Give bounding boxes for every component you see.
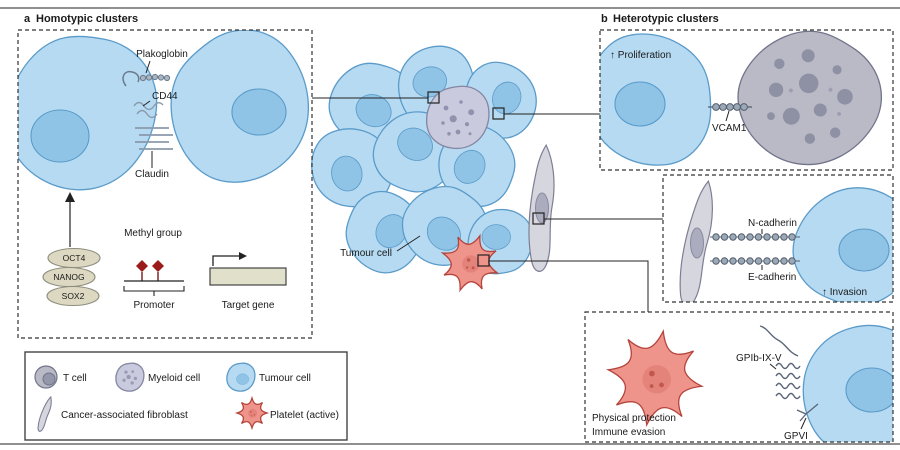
plakoglobin-junction [122,70,171,87]
claudin-junction [135,127,173,150]
sox2-label: SOX2 [62,291,85,301]
panel-a-letter: a [24,13,31,25]
vcam1-bond [708,103,752,111]
vcam1-label: VCAM1 [712,123,747,134]
legend-platelet-label: Platelet (active) [270,410,339,421]
panel-fibroblast-cells [674,175,893,302]
plakoglobin-label: Plakoglobin [136,49,188,60]
methyl-group-label: Methyl group [124,228,182,239]
legend-tumour-label: Tumour cell [259,373,311,384]
platelet-icon [237,398,267,428]
legend-box [24,351,348,441]
legend-t-cell-label: T cell [63,373,87,384]
legend-myeloid-label: Myeloid cell [148,373,200,384]
nucleus [231,88,287,136]
badge-nanog: NANOG [42,266,96,288]
tumour-cell-f [774,175,893,302]
plakoglobin-leader [145,60,151,74]
fibroblast-cluster [526,143,557,273]
panel-platelet-cells [600,312,893,442]
badge-sox2: SOX2 [46,285,100,307]
tumour-cell-label: Tumour cell [340,248,392,259]
zoom-square-fibroblast [532,212,545,225]
e-cadherin-bond [710,257,800,265]
n-cadherin-bond [710,233,800,241]
stemness-arrow [65,192,75,247]
tumour-cluster [306,36,557,300]
zoom-square-b [492,107,505,120]
gp1b-label: GPIb-IX-V [736,353,782,364]
nucleus [614,81,666,127]
proliferation-label: ↑ Proliferation [610,50,671,61]
target-gene-box [209,267,287,286]
claudin-label: Claudin [135,169,169,180]
fibroblast-cell [674,178,719,302]
cd44-leader [142,100,151,107]
t-cell-icon [34,365,58,389]
myeloid-cell-b [713,30,893,170]
gp1b-leader [769,363,777,370]
invasion-label: ↑ Invasion [822,287,867,298]
cd44-label: CD44 [152,91,178,102]
legend-fibroblast-label: Cancer-associated fibroblast [61,410,188,421]
tumour-cell-icon [227,363,255,391]
nucleus [690,227,704,259]
gpvi-label: GPVI [784,431,808,442]
panel-b-cells [600,30,893,170]
vcam1-leader [725,110,730,122]
nucleus [30,109,90,163]
panel-b-letter: b [601,13,608,25]
gpvi-leader [800,417,807,430]
panel-a-cells [18,30,312,209]
promoter-label: Promoter [133,300,175,311]
nucleus [535,192,549,224]
panel-platelet-border [584,311,894,443]
zoom-square-platelet [477,254,490,267]
panel-a-title: Homotypic clusters [36,13,138,25]
gpvi-receptor [796,403,819,422]
tumour-cell-right [143,30,312,208]
nucleus [838,228,890,272]
tumour-cell-left [18,30,172,209]
cd44-junction [133,101,164,119]
myeloid-cell-cluster [426,85,490,149]
panel-fibroblast-border [662,174,894,303]
nucleus [845,367,893,413]
e-cadherin-label: E-cadherin [748,272,796,283]
zoom-square-a [427,91,440,104]
nanog-label: NANOG [53,272,84,282]
n-cadherin-label: N-cadherin [748,218,797,229]
myeloid-cell-icon [115,363,145,392]
methyl-lollipops [136,260,164,281]
immune-evasion-label: Immune evasion [592,427,665,438]
transcription-arrow [212,252,247,266]
physical-protection-label: Physical protection [592,413,676,424]
panel-a-border [17,29,313,339]
panel-b-title: Heterotypic clusters [613,13,719,25]
legend: T cell Myeloid cell Tumour cell Cancer-a… [24,351,348,441]
target-gene-label: Target gene [222,300,275,311]
tumour-cell-leader [396,235,421,252]
tumour-cell-b [600,30,718,170]
oct4-label: OCT4 [63,253,86,263]
tumour-cell-p [783,312,893,442]
gp1b-receptor-coils [759,325,801,400]
connector-platelet [489,260,649,312]
badge-oct4: OCT4 [47,247,101,269]
